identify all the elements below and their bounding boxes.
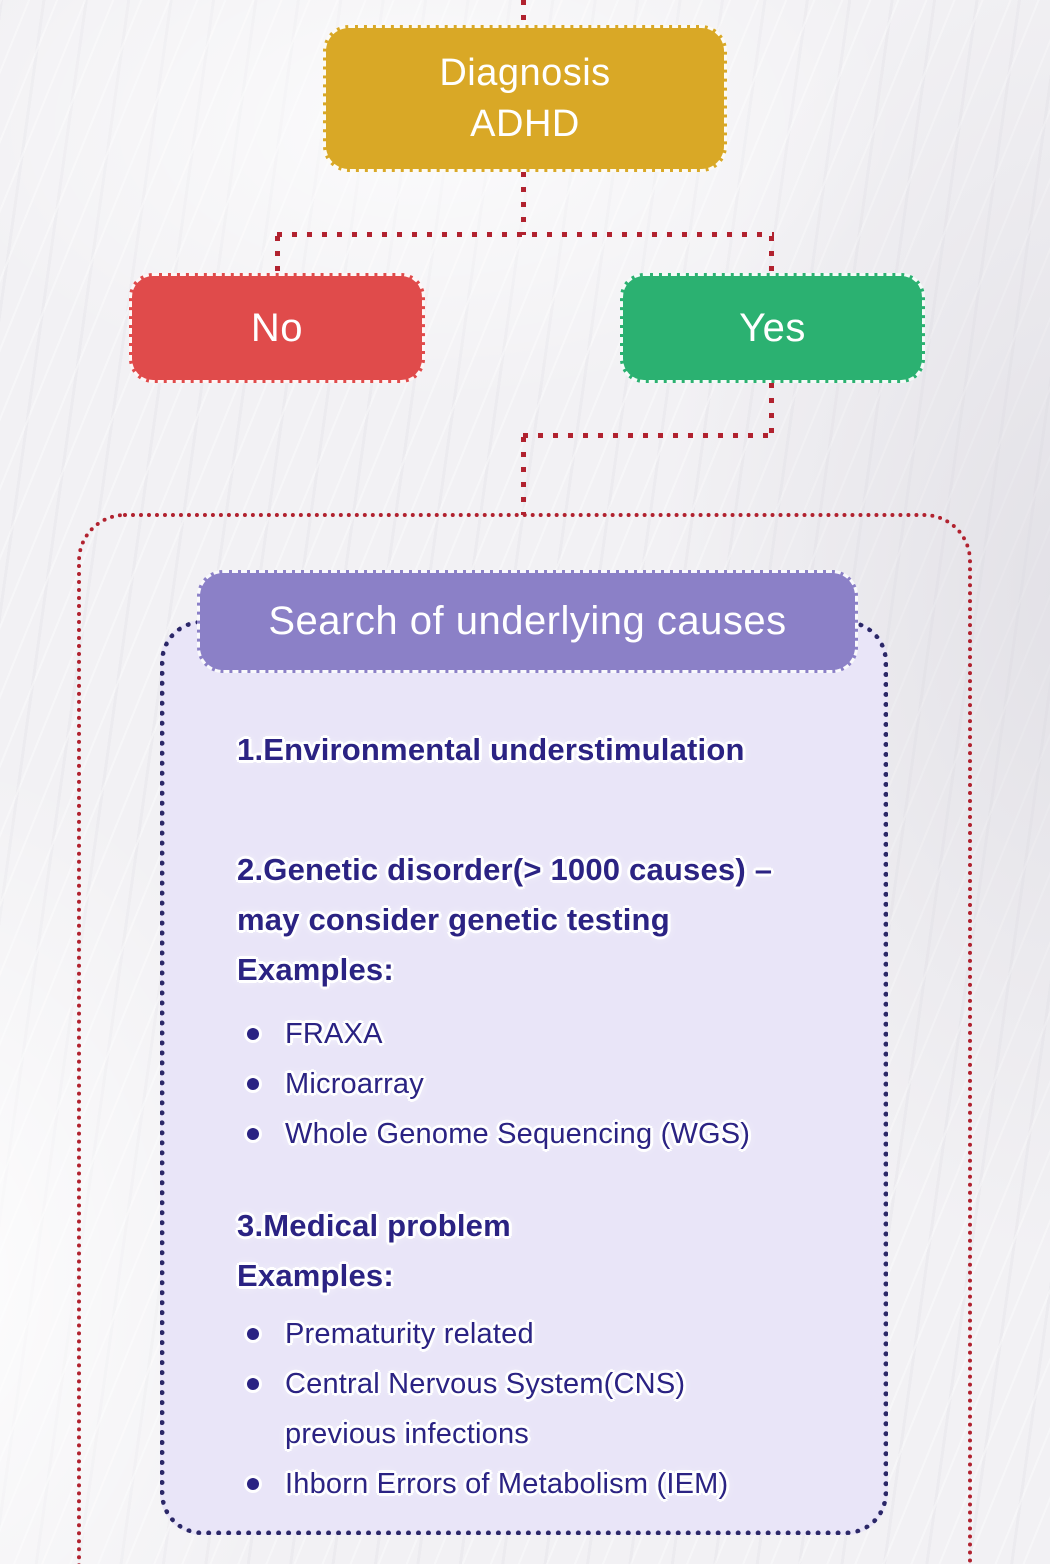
- list-item: Central Nervous System(CNS) previous inf…: [237, 1359, 790, 1459]
- cause-3: 3.Medical problem: [237, 1208, 511, 1243]
- examples-label-genetic: Examples:: [237, 952, 394, 987]
- causes-header: Search of underlying causes: [197, 570, 858, 673]
- causes-title: Search of underlying causes: [268, 599, 787, 643]
- connector-below-diagnosis: [521, 172, 526, 235]
- list-item: Whole Genome Sequencing (WGS): [237, 1109, 790, 1159]
- list-item: Prematurity related: [237, 1309, 790, 1359]
- list-item: Ihborn Errors of Metabolism (IEM): [237, 1459, 790, 1509]
- diagnosis-label-line1: Diagnosis: [439, 52, 611, 95]
- causes-panel: 1.Environmental understimulation 2.Genet…: [160, 620, 888, 1535]
- diagnosis-label-line2: ADHD: [470, 102, 580, 145]
- medical-examples-list: Prematurity related Central Nervous Syst…: [237, 1309, 849, 1509]
- cause-2-line2: may consider genetic testing: [237, 902, 670, 937]
- yes-label: Yes: [739, 305, 806, 350]
- cause-1: 1.Environmental understimulation: [237, 732, 745, 767]
- connector-yes-down: [769, 383, 774, 437]
- no-label: No: [250, 305, 304, 350]
- connector-branch: [277, 232, 774, 237]
- connector-yes-drop: [769, 236, 774, 274]
- examples-label-medical: Examples:: [237, 1258, 394, 1293]
- yes-node: Yes: [620, 273, 925, 383]
- no-node: No: [129, 273, 425, 383]
- list-item: Microarray: [237, 1059, 790, 1109]
- connector-return: [523, 433, 773, 438]
- cause-3-block: 3.Medical problem Examples:: [237, 1201, 849, 1301]
- connector-no-drop: [275, 236, 280, 274]
- connector-center-down: [521, 437, 526, 515]
- cause-2-block: 2.Genetic disorder(> 1000 causes) – may …: [237, 845, 849, 995]
- list-item: FRAXA: [237, 1009, 790, 1059]
- diagnosis-node: Diagnosis ADHD: [323, 25, 727, 172]
- connector-top: [521, 0, 526, 26]
- genetic-examples-list: FRAXA Microarray Whole Genome Sequencing…: [237, 1009, 849, 1159]
- cause-2-line1: 2.Genetic disorder(> 1000 causes) –: [237, 852, 773, 887]
